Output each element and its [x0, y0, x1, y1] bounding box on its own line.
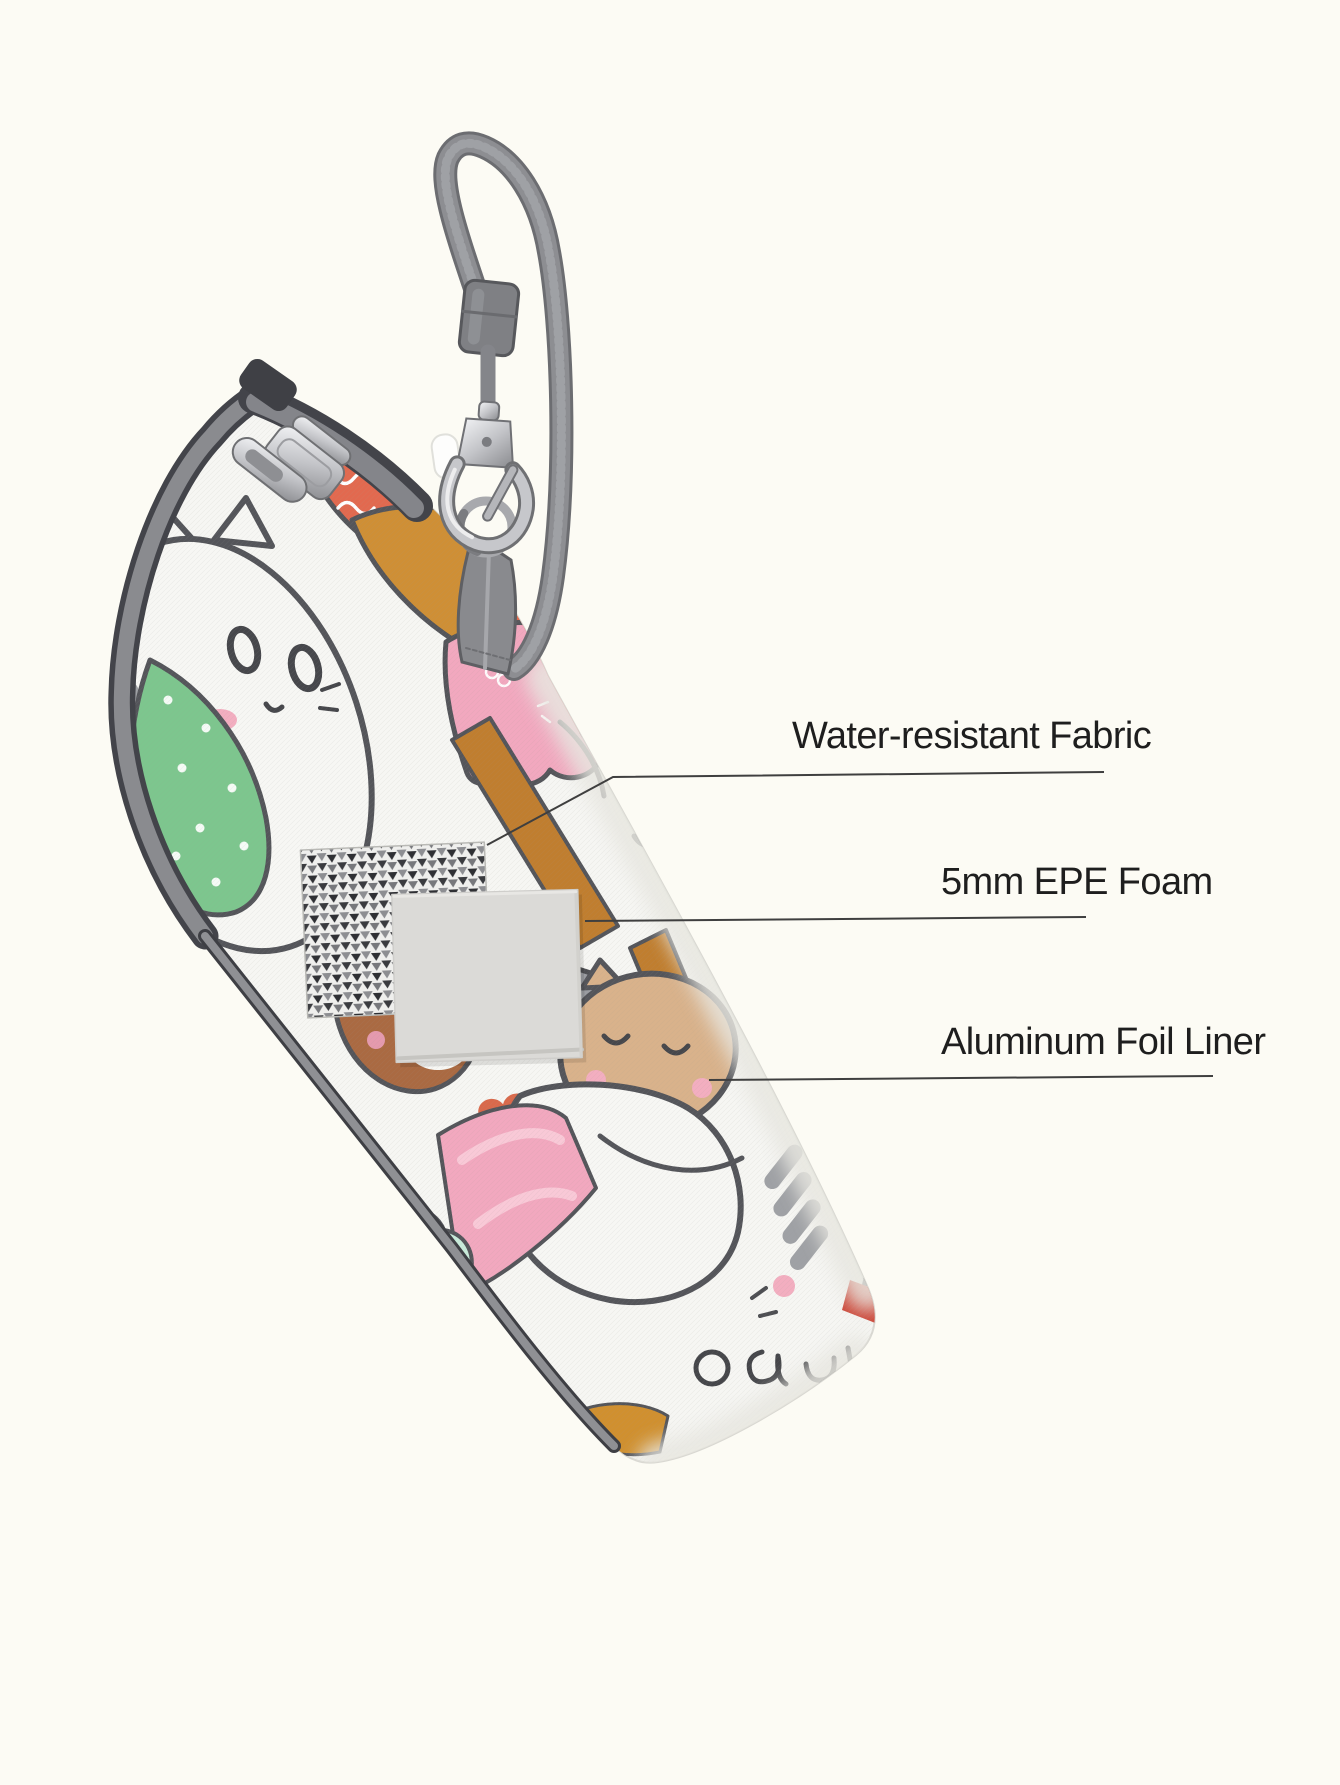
- zipper-slider: [231, 415, 352, 503]
- leader-line-water-resistant: [486, 771, 1105, 846]
- foam-cutaway-patch: [391, 888, 587, 1068]
- annotation-label-water-resistant-fabric: Water-resistant Fabric: [792, 715, 1152, 757]
- bag-body: [108, 358, 876, 1464]
- leader-line-epe-foam: [584, 916, 1087, 922]
- strap-attachment-tab: [456, 544, 518, 676]
- hanging-strap: [430, 131, 574, 681]
- lobster-clasp: [430, 400, 536, 555]
- annotation-label-aluminum-foil-liner: Aluminum Foil Liner: [941, 1021, 1266, 1063]
- annotation-label-epe-foam: 5mm EPE Foam: [941, 861, 1213, 903]
- zipper-end-tab: [239, 358, 297, 412]
- leader-line-foil-liner: [708, 1075, 1214, 1081]
- strap-keeper: [457, 278, 521, 358]
